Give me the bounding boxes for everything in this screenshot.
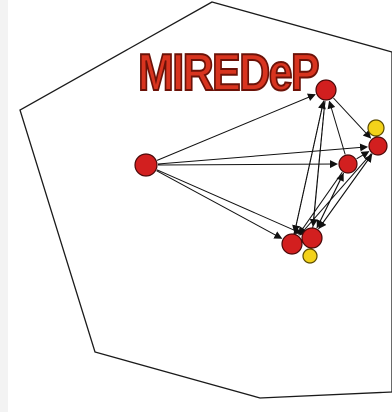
edge-n2-n4 — [333, 97, 372, 139]
miredep-logo: MIREDeP — [137, 43, 321, 103]
edge-n1-n3 — [157, 160, 339, 169]
edge-n1-n5 — [156, 170, 283, 239]
node-n5-red — [281, 233, 303, 255]
hexagon-outline — [19, 1, 392, 399]
edge-n4-n5 — [299, 153, 372, 236]
node-n4-red — [368, 136, 388, 156]
edge-n3-n5 — [298, 171, 343, 235]
left-margin-strip — [0, 0, 8, 412]
edge-n1-n4 — [157, 143, 369, 165]
edge-n6-n4 — [318, 154, 373, 230]
node-n3-red — [338, 154, 358, 174]
edge-n3-n2 — [327, 100, 346, 155]
edge-n6-n3 — [316, 172, 344, 229]
edge-n3-n4 — [356, 151, 370, 160]
node-n2-red — [315, 79, 337, 101]
node-n6-red — [301, 227, 323, 249]
node-n7-yellow — [367, 119, 385, 137]
node-n1-red — [134, 153, 158, 177]
edge-n1-n6 — [156, 169, 302, 235]
nodes-group — [134, 79, 388, 264]
node-n8-yellow — [302, 248, 318, 264]
logo-text: MIREDeP — [138, 44, 318, 102]
edges-group — [156, 93, 373, 249]
edge-n2-n8 — [307, 100, 326, 249]
edge-n5-n2 — [293, 100, 326, 234]
edge-n1-n2 — [156, 93, 316, 161]
